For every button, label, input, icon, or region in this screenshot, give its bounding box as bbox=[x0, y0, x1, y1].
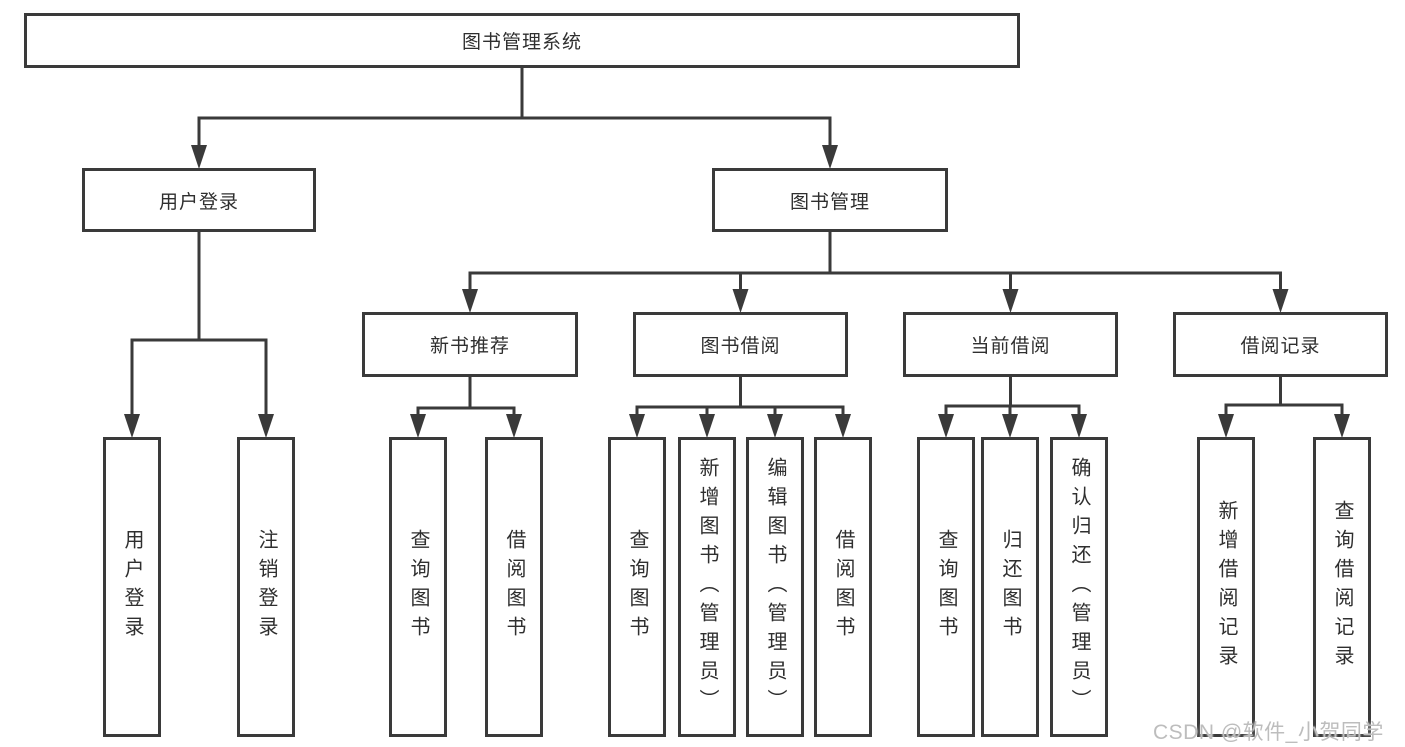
connector-new-book-recommend bbox=[416, 375, 516, 421]
node-label-book-borrow: 图书借阅 bbox=[700, 336, 781, 357]
node-label-root: 图书管理系统 bbox=[461, 32, 582, 53]
node-label-return-books: 归还图书 bbox=[999, 529, 1021, 645]
arrowhead-borrow-books-2 bbox=[835, 414, 851, 438]
arrowhead-login bbox=[124, 414, 140, 438]
arrowhead-add-books-admin bbox=[699, 414, 715, 438]
arrowhead-book-management bbox=[822, 145, 838, 169]
watermark: CSDN @软件_小贺同学 bbox=[1153, 721, 1384, 744]
node-borrow-books-2: 借阅图书 bbox=[814, 437, 872, 737]
node-label-login: 用户登录 bbox=[121, 529, 143, 645]
arrowhead-confirm-return-admin bbox=[1071, 414, 1087, 438]
node-query-borrow-record: 查询借阅记录 bbox=[1313, 437, 1371, 737]
node-label-edit-books-admin: 编辑图书（管理员） bbox=[764, 456, 786, 718]
node-book-borrow: 图书借阅 bbox=[633, 312, 848, 377]
node-user-login: 用户登录 bbox=[82, 168, 316, 232]
node-add-books-admin: 新增图书（管理员） bbox=[678, 437, 736, 737]
node-label-query-books-1: 查询图书 bbox=[407, 529, 429, 645]
node-label-add-books-admin: 新增图书（管理员） bbox=[696, 456, 718, 718]
arrowhead-return-books bbox=[1002, 414, 1018, 438]
connector-root bbox=[197, 66, 832, 152]
node-query-books-3: 查询图书 bbox=[917, 437, 975, 737]
node-query-books-2: 查询图书 bbox=[608, 437, 666, 737]
arrowhead-add-borrow-record bbox=[1218, 414, 1234, 438]
node-login: 用户登录 bbox=[103, 437, 161, 737]
node-edit-books-admin: 编辑图书（管理员） bbox=[746, 437, 804, 737]
arrowhead-user-login bbox=[191, 145, 207, 169]
node-label-query-books-2: 查询图书 bbox=[626, 529, 648, 645]
node-borrow-records: 借阅记录 bbox=[1173, 312, 1388, 377]
node-label-query-borrow-record: 查询借阅记录 bbox=[1331, 500, 1353, 674]
arrowhead-edit-books-admin bbox=[767, 414, 783, 438]
node-new-book-recommend: 新书推荐 bbox=[362, 312, 578, 377]
arrowhead-borrow-books-1 bbox=[506, 414, 522, 438]
node-label-query-books-3: 查询图书 bbox=[935, 529, 957, 645]
node-label-user-login: 用户登录 bbox=[158, 191, 239, 213]
node-borrow-books-1: 借阅图书 bbox=[485, 437, 543, 737]
arrowhead-new-book-recommend bbox=[462, 289, 478, 313]
node-root: 图书管理系统 bbox=[24, 13, 1020, 68]
node-query-books-1: 查询图书 bbox=[389, 437, 447, 737]
node-logout: 注销登录 bbox=[237, 437, 295, 737]
node-label-current-borrow: 当前借阅 bbox=[970, 336, 1051, 357]
connector-book-management bbox=[468, 230, 1282, 296]
node-label-borrow-records: 借阅记录 bbox=[1240, 336, 1321, 357]
connector-current-borrow bbox=[944, 375, 1081, 421]
node-return-books: 归还图书 bbox=[981, 437, 1039, 737]
arrowhead-logout bbox=[258, 414, 274, 438]
arrowhead-query-books-2 bbox=[629, 414, 645, 438]
arrowhead-book-borrow bbox=[732, 289, 749, 313]
node-label-new-book-recommend: 新书推荐 bbox=[429, 336, 510, 357]
arrowhead-query-borrow-record bbox=[1334, 414, 1350, 438]
node-label-book-management: 图书管理 bbox=[789, 191, 870, 213]
node-label-logout: 注销登录 bbox=[255, 529, 277, 645]
connector-book-borrow bbox=[635, 375, 845, 421]
arrowhead-query-books-3 bbox=[938, 414, 954, 438]
arrowhead-query-books-1 bbox=[410, 414, 426, 438]
node-label-add-borrow-record: 新增借阅记录 bbox=[1215, 500, 1237, 674]
node-label-confirm-return-admin: 确认归还（管理员） bbox=[1068, 456, 1090, 718]
node-label-borrow-books-2: 借阅图书 bbox=[832, 529, 854, 645]
connector-borrow-records bbox=[1224, 375, 1344, 421]
arrowhead-borrow-records bbox=[1272, 289, 1289, 313]
node-book-management: 图书管理 bbox=[712, 168, 948, 232]
arrowhead-current-borrow bbox=[1002, 289, 1019, 313]
node-add-borrow-record: 新增借阅记录 bbox=[1197, 437, 1255, 737]
node-confirm-return-admin: 确认归还（管理员） bbox=[1050, 437, 1108, 737]
connector-user-login bbox=[130, 230, 268, 421]
node-current-borrow: 当前借阅 bbox=[903, 312, 1118, 377]
node-label-borrow-books-1: 借阅图书 bbox=[503, 529, 525, 645]
